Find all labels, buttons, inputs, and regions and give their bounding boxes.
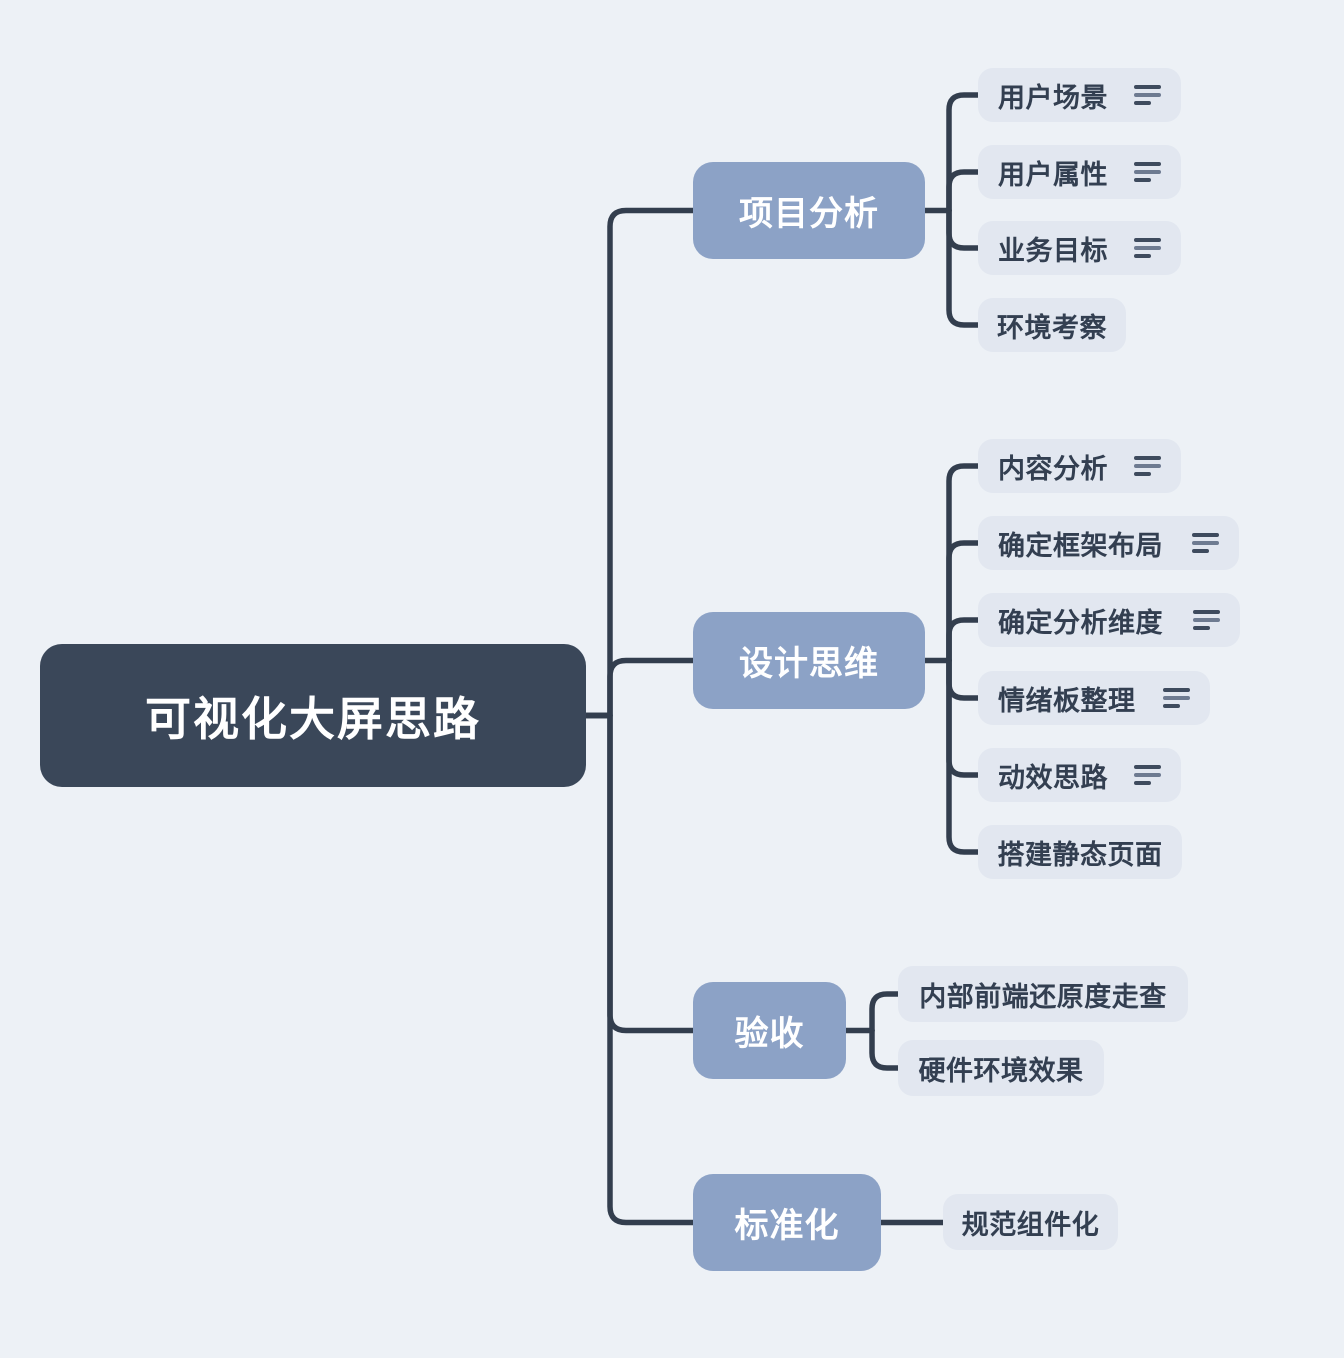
child-node-framework-layout[interactable]: 确定框架布局 [978,516,1239,570]
connector-root-to-branch-1 [583,207,697,719]
child-node-user-attributes[interactable]: 用户属性 [978,145,1181,199]
root-node[interactable]: 可视化大屏思路 [40,644,586,787]
child-label: 硬件环境效果 [918,1055,1084,1086]
child-label: 确定分析维度 [998,607,1163,638]
connector-branch2-child3 [946,617,982,664]
child-node-analysis-dimensions[interactable]: 确定分析维度 [978,593,1240,647]
connector-branch1-child3 [946,207,982,251]
branch-label: 标准化 [734,1207,840,1245]
child-label: 用户场景 [998,82,1108,113]
child-node-user-scenario[interactable]: 用户场景 [978,68,1181,122]
branch-label: 设计思维 [739,645,879,683]
connector-root-to-branch-3 [583,712,697,1034]
notes-icon[interactable] [1192,533,1219,553]
connector-branch1-child1 [946,92,982,214]
notes-icon[interactable] [1134,85,1161,105]
child-node-component-standards[interactable]: 规范组件化 [943,1194,1118,1250]
child-node-static-page[interactable]: 搭建静态页面 [978,825,1182,879]
child-node-content-analysis[interactable]: 内容分析 [978,439,1181,493]
notes-icon[interactable] [1134,765,1161,785]
branch-node-design-thinking[interactable]: 设计思维 [693,612,925,709]
child-node-environment-survey[interactable]: 环境考察 [978,298,1126,352]
notes-icon[interactable] [1193,610,1220,630]
branch-node-project-analysis[interactable]: 项目分析 [693,162,925,259]
connector-branch1-child4 [946,207,982,328]
child-label: 动效思路 [998,762,1108,793]
child-node-hardware-effect[interactable]: 硬件环境效果 [898,1040,1104,1096]
child-label: 内部前端还原度走查 [919,981,1167,1012]
child-label: 环境考察 [997,312,1107,343]
connector-branch2-child6 [946,657,982,855]
child-label: 业务目标 [998,235,1108,266]
child-label: 情绪板整理 [998,685,1136,716]
notes-icon[interactable] [1163,688,1190,708]
connector-branch2-child5 [946,657,982,778]
branch-node-standardization[interactable]: 标准化 [693,1174,881,1271]
connector-branch3-child1 [869,991,902,1034]
connector-root-to-branch-4 [583,712,697,1226]
child-node-moodboard[interactable]: 情绪板整理 [978,671,1210,725]
root-label: 可视化大屏思路 [145,692,481,745]
child-label: 内容分析 [998,453,1108,484]
connector-branch2-child4 [946,657,982,701]
branch-node-acceptance[interactable]: 验收 [693,982,846,1079]
child-node-frontend-review[interactable]: 内部前端还原度走查 [898,966,1188,1022]
child-node-business-goals[interactable]: 业务目标 [978,221,1181,275]
notes-icon[interactable] [1134,238,1161,258]
child-label: 用户属性 [998,159,1108,190]
child-label: 搭建静态页面 [997,839,1163,870]
connector-branch2-child2 [946,540,982,664]
branch-label: 项目分析 [739,195,879,233]
connector-root-to-branch-2 [583,657,697,719]
child-node-motion-ideas[interactable]: 动效思路 [978,748,1181,802]
connector-branch3-child2 [869,1027,902,1071]
notes-icon[interactable] [1134,162,1161,182]
child-label: 规范组件化 [961,1209,1100,1240]
child-label: 确定框架布局 [998,530,1163,561]
notes-icon[interactable] [1134,456,1161,476]
branch-label: 验收 [734,1015,805,1053]
connector-branch2-child1 [946,463,982,664]
connector-branch1-child2 [946,169,982,214]
